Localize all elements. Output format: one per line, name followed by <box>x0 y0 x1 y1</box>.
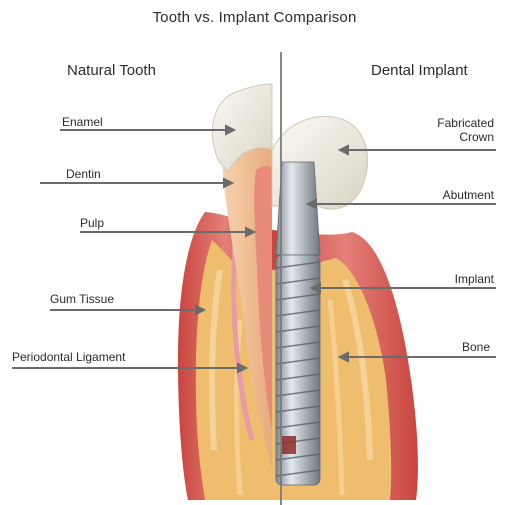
abutment-shape <box>276 162 320 255</box>
dentin-label: Dentin <box>66 167 101 181</box>
bone-label: Bone <box>430 340 490 354</box>
pulp-label: Pulp <box>80 216 104 230</box>
fabricated-crown-label: Fabricated Crown <box>430 116 494 144</box>
periodontal-ligament-label: Periodontal Ligament <box>12 350 125 364</box>
fabricated-crown-label-line1: Fabricated <box>430 116 494 130</box>
fabricated-crown-label-line2: Crown <box>430 130 494 144</box>
implant-label: Implant <box>430 272 494 286</box>
enamel-label: Enamel <box>62 115 103 129</box>
abutment-label: Abutment <box>430 188 494 202</box>
gum-tissue-label: Gum Tissue <box>50 292 114 306</box>
